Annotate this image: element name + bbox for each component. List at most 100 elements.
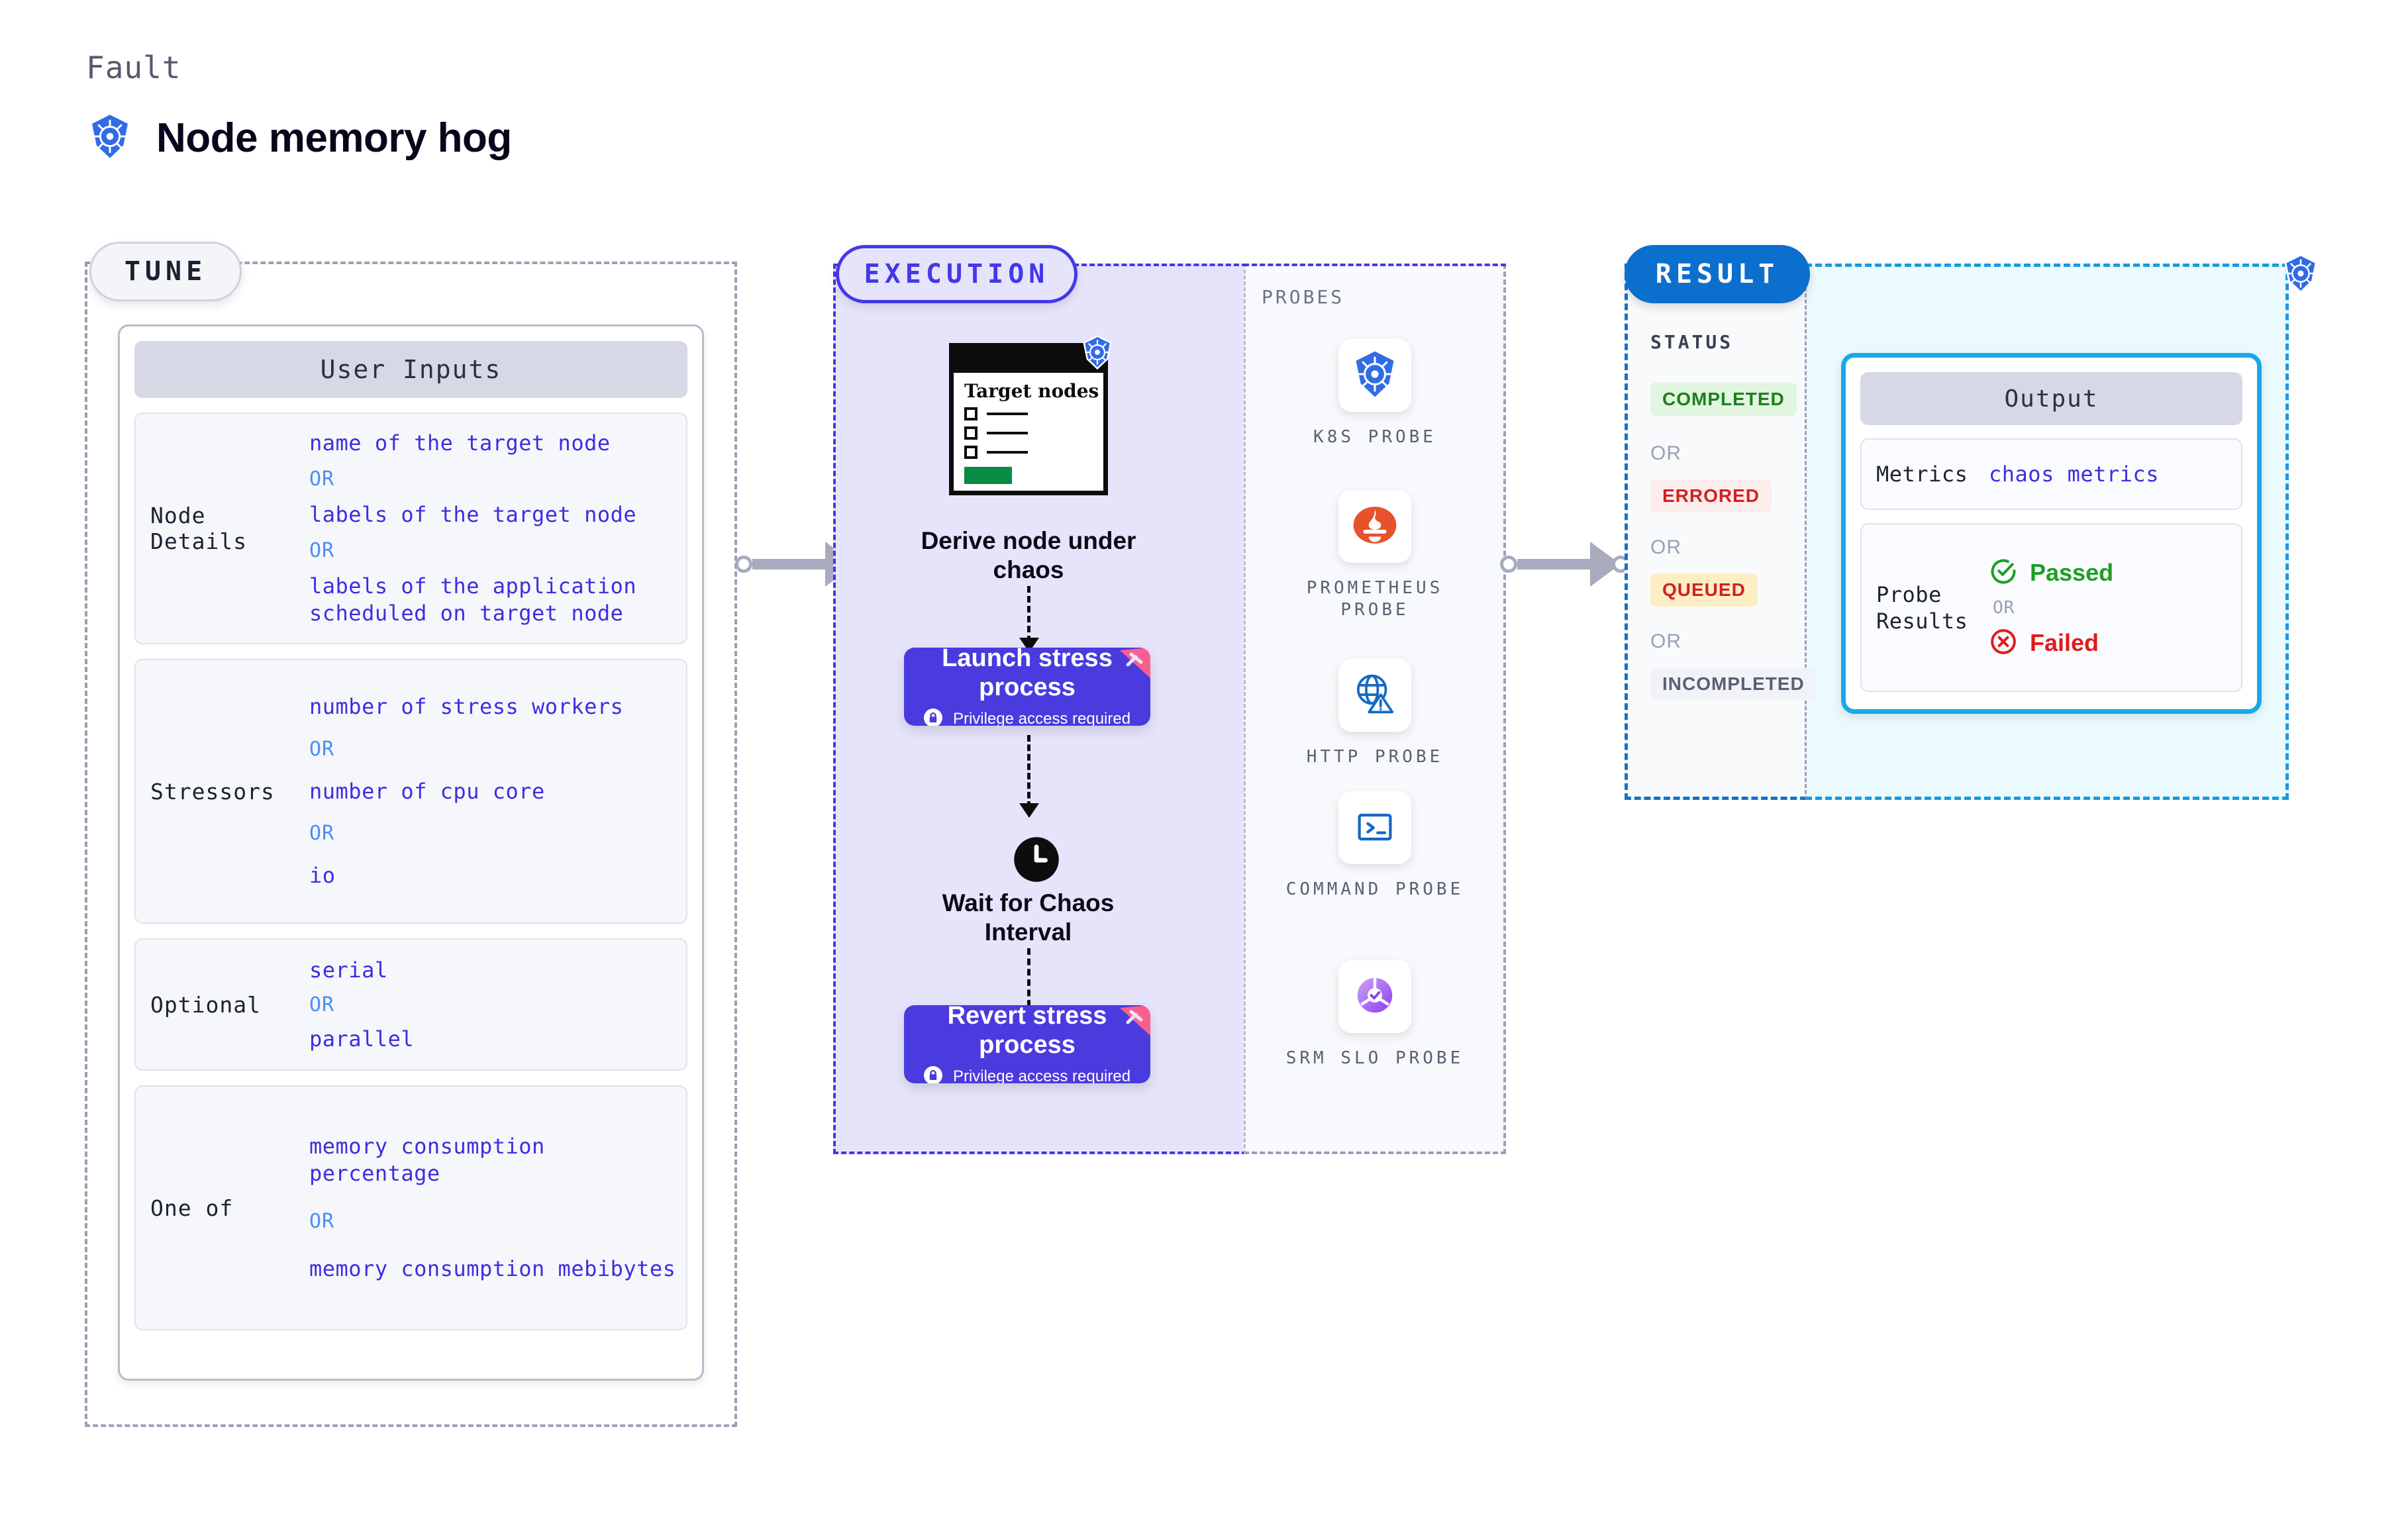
output-title-text: Output [2004, 385, 2099, 413]
connector-dot [1500, 556, 1517, 573]
result-stage-pill: RESULT [1625, 245, 1810, 303]
probe-result-failed: Failed [1989, 627, 2234, 659]
kubernetes-icon [2280, 253, 2321, 297]
probe-label: SRM SLO PROBE [1285, 1048, 1464, 1068]
tune-stage-label: TUNE [124, 256, 207, 287]
input-row-stressors: Stressors number of stress workers OR nu… [134, 659, 687, 924]
step-caption-wait-interval: Wait for Chaos Interval [942, 889, 1115, 946]
lock-icon [923, 1066, 942, 1083]
probe-result-passed-label: Passed [2030, 558, 2114, 586]
input-row-one-of: One of memory consumption percentage OR … [134, 1085, 687, 1330]
input-value: labels of the application scheduled on t… [309, 573, 637, 626]
checklist-item [964, 446, 1103, 460]
page-title: Node memory hog [156, 115, 512, 161]
row-label: Optional [150, 991, 261, 1018]
kubernetes-icon [86, 113, 134, 163]
user-inputs-panel: User Inputs Node Details name of the tar… [118, 324, 704, 1381]
step-launch-stress-process[interactable]: Launch stress process Privilege access r… [904, 648, 1150, 726]
check-circle-icon [1989, 557, 2018, 589]
harness-ribbon-icon [1109, 648, 1150, 686]
lock-icon [923, 709, 942, 726]
output-panel: Output Metrics chaos metrics Probe Resul… [1841, 353, 2262, 714]
selected-bar [964, 467, 1012, 485]
card-titlebar [954, 348, 1103, 373]
result-stage-label: RESULT [1655, 259, 1780, 289]
checklist-item [964, 407, 1103, 421]
probe-http[interactable]: HTTP PROBE [1276, 659, 1474, 768]
x-circle-icon [1989, 627, 2018, 659]
input-value: name of the target node [309, 430, 611, 456]
result-stage-boundary [1625, 264, 1807, 800]
probe-label: PROMETHEUS PROBE [1306, 578, 1444, 620]
tune-stage-pill: TUNE [89, 242, 242, 301]
or-separator: OR [309, 1209, 335, 1233]
output-row-probe-results: Probe Results Passed OR Failed [1860, 523, 2242, 692]
probe-label: HTTP PROBE [1306, 747, 1444, 767]
or-separator: OR [1650, 630, 1681, 652]
flow-connector [1027, 735, 1030, 808]
probe-prometheus[interactable]: PROMETHEUS PROBE [1276, 490, 1474, 620]
prometheus-icon [1350, 501, 1399, 552]
row-label: Stressors [150, 778, 275, 805]
step-title: Revert stress process [947, 1005, 1107, 1059]
connector-dot [735, 556, 752, 573]
flow-connector [1027, 586, 1030, 642]
probe-result-failed-label: Failed [2030, 628, 2099, 656]
status-heading: STATUS [1650, 331, 1734, 353]
probe-label: K8S PROBE [1313, 427, 1436, 447]
status-badge-incompleted: INCOMPLETED [1650, 667, 1817, 701]
probe-label: COMMAND PROBE [1285, 879, 1464, 899]
probe-command[interactable]: COMMAND PROBE [1276, 791, 1474, 901]
harness-ribbon-icon [1109, 1005, 1150, 1044]
probe-k8s[interactable]: K8S PROBE [1276, 339, 1474, 448]
or-separator: OR [309, 993, 335, 1016]
fault-title-row: Node memory hog [86, 113, 512, 163]
connector-bar [1517, 559, 1590, 569]
probe-tile [1338, 791, 1411, 864]
clock-icon [1013, 836, 1060, 886]
output-row-value[interactable]: chaos metrics [1989, 462, 2159, 487]
checklist-item [964, 426, 1103, 440]
flow-connector [1027, 948, 1030, 1038]
probes-heading: PROBES [1262, 286, 1345, 308]
or-separator: OR [1650, 442, 1681, 464]
or-separator: OR [1993, 597, 2015, 618]
input-value: memory consumption mebibytes [309, 1255, 676, 1281]
execution-stage-pill: EXECUTION [836, 245, 1078, 303]
flow-arrowhead [1019, 803, 1039, 818]
input-row-node-details: Node Details name of the target node OR … [134, 413, 687, 644]
step-revert-stress-process[interactable]: Revert stress process Privilege access r… [904, 1005, 1150, 1083]
status-badge-queued: QUEUED [1650, 573, 1758, 607]
fault-label: Fault [86, 50, 181, 85]
probe-srm-slo[interactable]: SRM SLO PROBE [1276, 960, 1474, 1069]
output-row-metrics: Metrics chaos metrics [1860, 438, 2242, 510]
output-row-label: Metrics [1876, 462, 1968, 487]
or-separator: OR [309, 467, 335, 491]
execution-stage-label: EXECUTION [864, 259, 1050, 289]
probe-result-passed: Passed [1989, 557, 2234, 589]
input-value: number of cpu core [309, 778, 545, 804]
user-inputs-title: User Inputs [134, 341, 687, 398]
probes-top-divider [1244, 264, 1506, 266]
status-badge-errored: ERRORED [1650, 479, 1772, 513]
input-row-optional: Optional serial OR parallel [134, 938, 687, 1071]
input-value: io [309, 863, 336, 889]
input-value: parallel [309, 1026, 415, 1052]
kubernetes-icon [1079, 334, 1115, 373]
or-separator: OR [309, 539, 335, 562]
checkbox-icon [964, 407, 978, 421]
tune-stage-boundary [85, 262, 737, 1427]
output-title: Output [1860, 372, 2242, 425]
step-title: Launch stress process [942, 648, 1113, 701]
connector-execution-result [1500, 542, 1629, 587]
checkbox-icon [964, 446, 978, 460]
row-label: One of [150, 1195, 234, 1221]
probe-tile [1338, 659, 1411, 732]
checkbox-icon [964, 426, 978, 440]
input-value: memory consumption percentage [309, 1134, 545, 1187]
or-separator: OR [309, 737, 335, 761]
probe-tile [1338, 960, 1411, 1033]
or-separator: OR [1650, 536, 1681, 558]
connector-bar [752, 559, 825, 569]
terminal-icon [1352, 804, 1397, 852]
